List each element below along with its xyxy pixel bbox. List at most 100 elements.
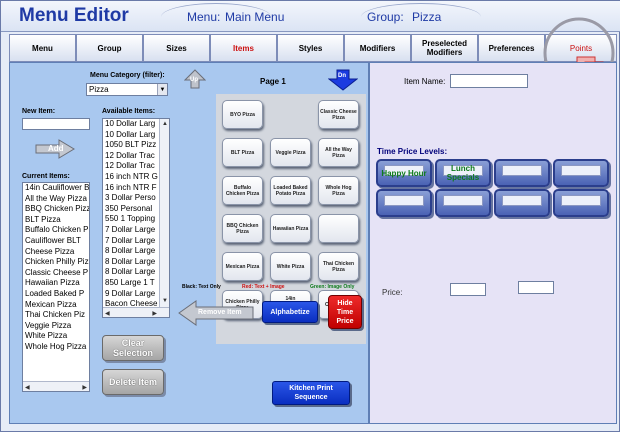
item-grid-button[interactable]: White Pizza: [270, 252, 311, 281]
menu-value: Main Menu: [225, 10, 285, 24]
item-grid-button[interactable]: Hawaiian Pizza: [270, 214, 311, 243]
list-item[interactable]: 3 Dollar Perso: [105, 193, 156, 203]
available-items-label: Available Items:: [102, 108, 156, 115]
time-price-level-button[interactable]: [494, 189, 550, 217]
scroll-up-icon[interactable]: ▲: [162, 121, 168, 127]
list-item[interactable]: 550 1 Topping: [105, 214, 156, 224]
price-input-secondary[interactable]: [518, 281, 554, 294]
scroll-left-icon[interactable]: ◀: [25, 385, 30, 391]
new-item-input[interactable]: [22, 118, 90, 130]
list-item[interactable]: Loaded Baked P: [25, 288, 85, 298]
list-item[interactable]: 850 Large 1 T: [105, 277, 155, 287]
right-arrow-icon: [35, 139, 75, 159]
list-item[interactable]: 8 Dollar Large: [105, 246, 156, 256]
tab-preferences[interactable]: Preferences: [478, 34, 545, 62]
item-grid-button[interactable]: Veggie Pizza: [270, 138, 311, 167]
tab-group[interactable]: Group: [76, 34, 143, 62]
legend-red: Red: Text + Image: [242, 284, 285, 290]
tab-menu[interactable]: Menu: [9, 34, 76, 62]
list-item[interactable]: Hawaiian Pizza: [25, 278, 80, 288]
list-item[interactable]: BLT Pizza: [25, 214, 61, 224]
list-item[interactable]: 7 Dollar Large: [105, 224, 156, 234]
page-down-button[interactable]: Dn: [327, 69, 359, 91]
time-price-level-button[interactable]: [553, 159, 609, 187]
list-item[interactable]: 14in Cauliflower B: [25, 183, 90, 192]
list-item[interactable]: Mexican Pizza: [25, 299, 77, 309]
alphabetize-button[interactable]: Alphabetize: [262, 301, 318, 323]
delete-item-button[interactable]: Delete Item: [102, 369, 164, 395]
tab-points-label: Points: [569, 43, 593, 53]
item-name-input[interactable]: [450, 74, 528, 88]
list-item[interactable]: Chicken Philly Piz: [25, 257, 89, 267]
item-grid-button[interactable]: [318, 214, 359, 243]
list-item[interactable]: 8 Dollar Large: [105, 256, 156, 266]
hide-time-price-button[interactable]: Hide Time Price: [328, 295, 362, 329]
available-items-vertical-scrollbar[interactable]: ▲ ▼: [159, 119, 169, 307]
item-grid-button[interactable]: Thai Chicken Pizza: [318, 252, 359, 281]
kitchen-print-sequence-button[interactable]: Kitchen Print Sequence: [272, 381, 350, 405]
clear-selection-button[interactable]: Clear Selection: [102, 335, 164, 361]
item-grid-button[interactable]: Whole Hog Pizza: [318, 176, 359, 205]
add-label: Add: [48, 144, 64, 153]
time-price-level-face: [384, 165, 424, 176]
scroll-down-icon[interactable]: ▼: [162, 298, 168, 305]
tab-styles[interactable]: Styles: [277, 34, 344, 62]
list-item[interactable]: All the Way Pizza: [25, 193, 87, 203]
item-grid-button[interactable]: Loaded Baked Potato Pizza: [270, 176, 311, 205]
time-price-level-button[interactable]: [494, 159, 550, 187]
list-item[interactable]: Veggie Pizza: [25, 320, 72, 330]
price-input[interactable]: [450, 283, 486, 296]
time-price-level-button[interactable]: [376, 189, 432, 217]
add-button[interactable]: Add: [35, 139, 75, 159]
list-item[interactable]: 9 Dollar Large: [105, 288, 156, 298]
list-item[interactable]: BBQ Chicken Pizz: [25, 204, 90, 214]
scroll-right-icon[interactable]: ▶: [152, 311, 157, 317]
list-item[interactable]: 10 Dollar Larg: [105, 129, 156, 139]
current-items-label: Current Items:: [22, 173, 70, 180]
time-price-level-button[interactable]: [553, 189, 609, 217]
item-grid-button[interactable]: Mexican Pizza: [222, 252, 263, 281]
item-grid-button[interactable]: Buffalo Chicken Pizza: [222, 176, 263, 205]
time-price-level-button[interactable]: [435, 189, 491, 217]
tab-preselected-modifiers[interactable]: Preselected Modifiers: [411, 34, 478, 62]
list-item[interactable]: 10 Dollar Larg: [105, 119, 156, 128]
list-item[interactable]: Cauliflower BLT: [25, 235, 81, 245]
item-grid-button[interactable]: BYO Pizza: [222, 100, 263, 129]
list-item[interactable]: 7 Dollar Large: [105, 235, 156, 245]
scroll-right-icon[interactable]: ▶: [82, 385, 87, 391]
item-grid-button[interactable]: Classic Cheese Pizza: [318, 100, 359, 129]
list-item[interactable]: 12 Dollar Trac: [105, 161, 155, 171]
list-item[interactable]: Buffalo Chicken P: [25, 225, 89, 235]
list-item[interactable]: 1050 BLT Pizz: [105, 140, 157, 150]
time-price-level-button[interactable]: Lunch Specials: [435, 159, 491, 187]
current-items-horizontal-scrollbar[interactable]: ◀ ▶: [23, 381, 89, 391]
menu-category-select[interactable]: Pizza ▼: [86, 83, 168, 96]
list-item[interactable]: Classic Cheese P: [25, 267, 89, 277]
tab-sizes[interactable]: Sizes: [143, 34, 210, 62]
list-item[interactable]: 12 Dollar Trac: [105, 150, 155, 160]
list-item[interactable]: Thai Chicken Piz: [25, 310, 86, 320]
tab-modifiers[interactable]: Modifiers: [344, 34, 411, 62]
item-grid-button[interactable]: All the Way Pizza: [318, 138, 359, 167]
list-item[interactable]: 350 Personal: [105, 203, 153, 213]
list-item[interactable]: Bacon Cheese: [105, 299, 158, 309]
remove-item-button[interactable]: Remove Item: [178, 300, 254, 326]
scroll-left-icon[interactable]: ◀: [105, 311, 110, 317]
list-item[interactable]: White Pizza: [25, 331, 68, 341]
list-item[interactable]: Whole Hog Pizza: [25, 341, 87, 351]
list-item[interactable]: 16 inch NTR F: [105, 182, 157, 192]
page-up-button[interactable]: Up: [183, 69, 207, 89]
list-item[interactable]: Cheese Pizza: [25, 246, 75, 256]
list-item[interactable]: 8 Dollar Large: [105, 267, 156, 277]
header-bar: Menu Editor Menu: Main Menu Group: Pizza: [1, 1, 620, 32]
item-grid-button[interactable]: BBQ Chicken Pizza: [222, 214, 263, 243]
up-label: Up: [190, 77, 198, 83]
item-grid-button[interactable]: BLT Pizza: [222, 138, 263, 167]
available-items-horizontal-scrollbar[interactable]: ◀ ▶: [103, 307, 169, 317]
list-item[interactable]: 16 inch NTR G: [105, 171, 158, 181]
time-price-level-button[interactable]: Happy Hour: [376, 159, 432, 187]
tab-items[interactable]: Items: [210, 34, 277, 62]
item-details-panel: Item Name: Time Price Levels: Happy Hour…: [369, 62, 617, 424]
